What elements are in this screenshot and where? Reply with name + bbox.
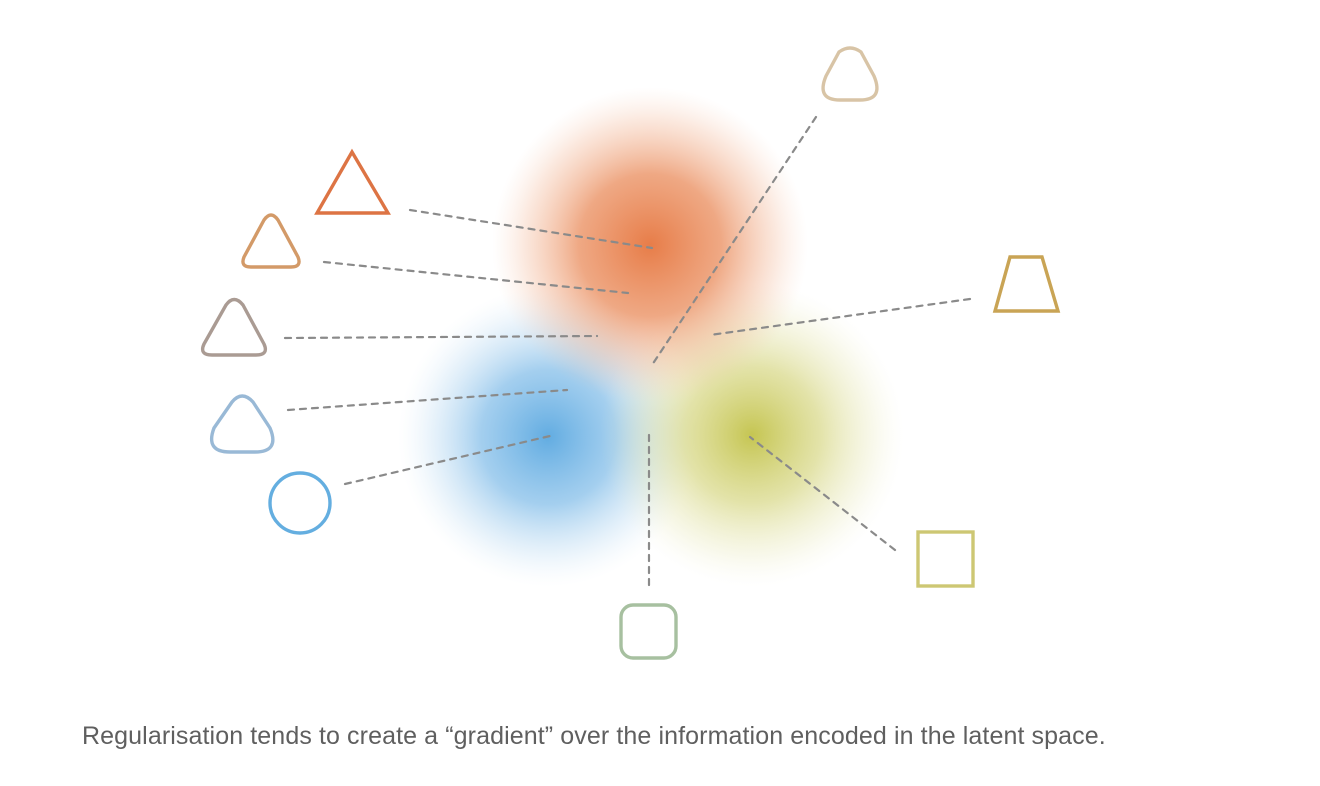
connector-gray-triangle <box>283 334 599 340</box>
connector-orange-triangle <box>408 208 654 250</box>
lightblue-rounded-triangle-icon <box>209 394 275 454</box>
connector-lightblue-triangle <box>286 388 569 412</box>
gray-rounded-triangle-icon <box>200 297 268 357</box>
connector-blue-circle <box>343 434 552 486</box>
orange-cluster-blob <box>492 87 808 403</box>
blue-circle-icon <box>268 471 332 535</box>
beige-rounded-triangle-icon <box>821 46 879 102</box>
connector-beige-triangle <box>650 115 818 367</box>
orange-triangle-icon <box>314 148 391 215</box>
connector-gold-trapezoid <box>708 297 972 337</box>
gold-trapezoid-icon <box>992 255 1061 313</box>
connector-yellow-square <box>748 435 897 552</box>
figure-caption: Regularisation tends to create a “gradie… <box>82 722 1106 750</box>
connector-tan-triangle <box>322 260 630 295</box>
yellow-square-icon <box>916 530 975 588</box>
latent-space-diagram <box>200 46 1061 660</box>
sage-rounded-square-icon <box>619 603 678 660</box>
tan-rounded-triangle-icon <box>241 213 301 269</box>
